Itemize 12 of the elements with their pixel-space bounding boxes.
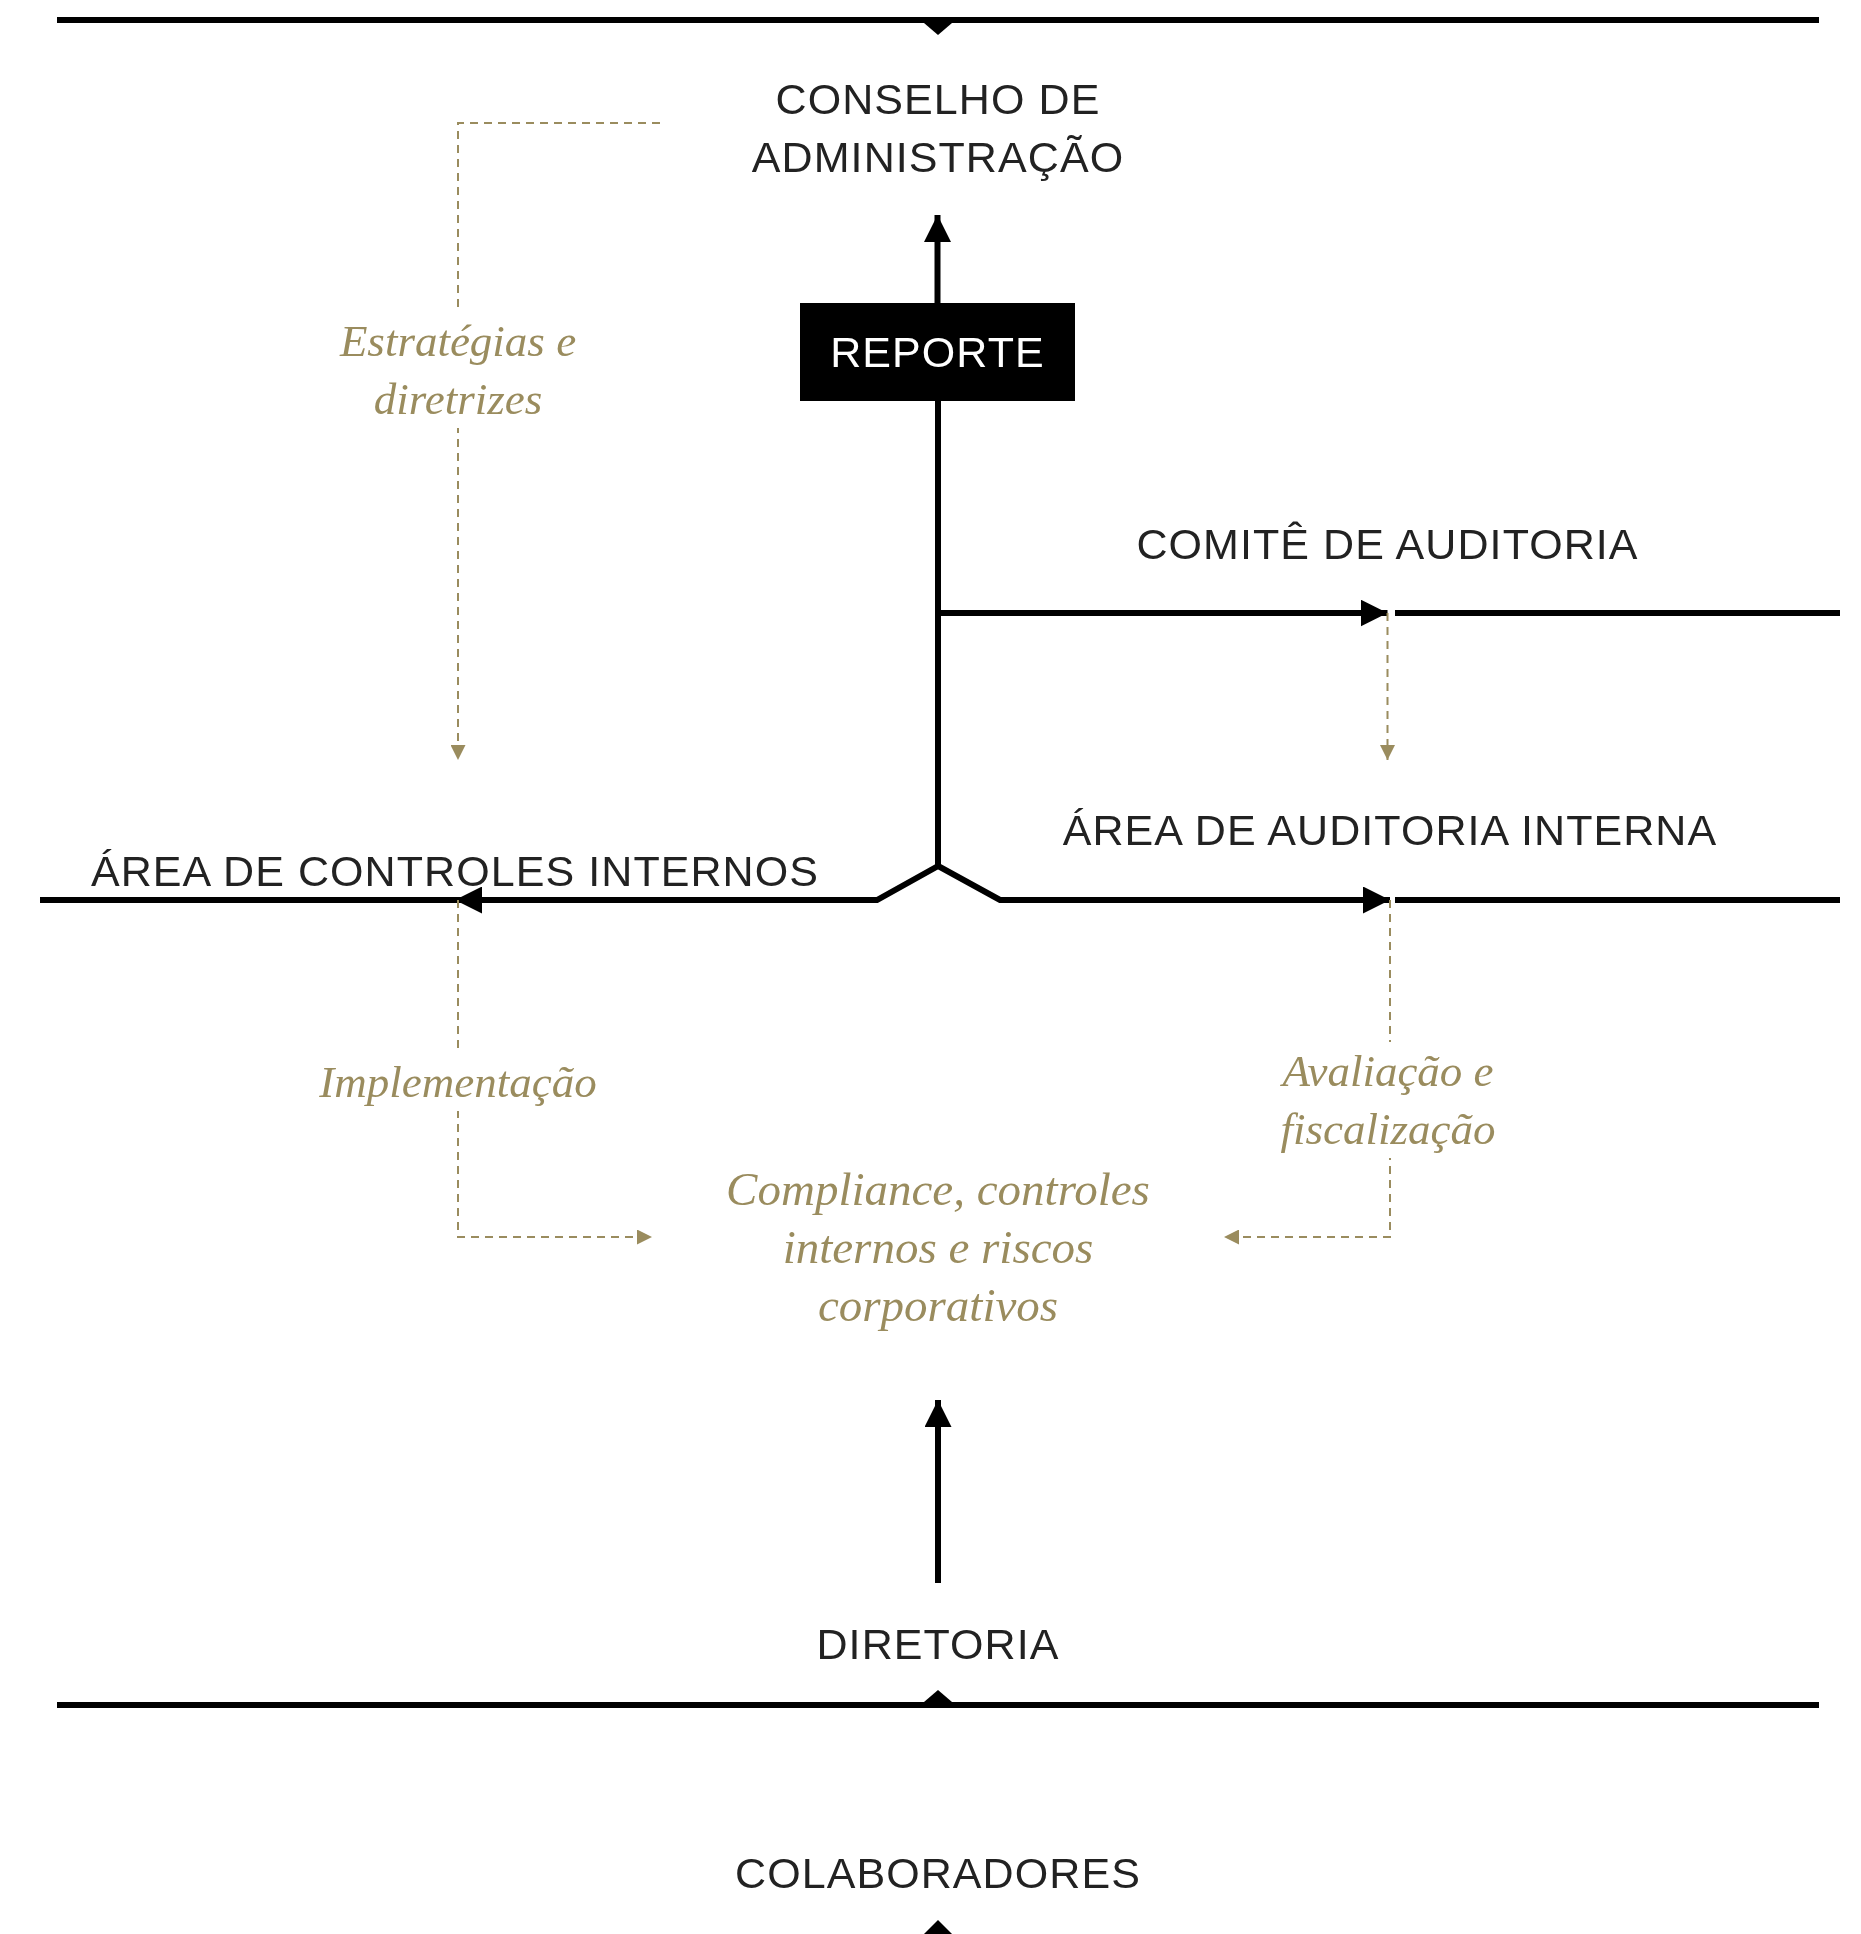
report-box: REPORTE — [800, 303, 1075, 401]
arrow — [924, 1400, 952, 1583]
arrow — [924, 215, 951, 303]
org-level-label: COMITÊ DE AUDITORIA — [1100, 515, 1675, 613]
org-level-label: COLABORADORES — [660, 1835, 1216, 1910]
org-level-label: DIRETORIA — [760, 1583, 1116, 1673]
dashed-arrow — [1380, 612, 1395, 761]
org-level-label: CONSELHO DE ADMINISTRAÇÃO — [660, 70, 1216, 215]
org-level-label: ÁREA DE CONTROLES INTERNOS — [50, 760, 860, 900]
dashed-arrow — [457, 899, 653, 1245]
process-label: Compliance, controles internos e riscos corporativos — [652, 1160, 1224, 1400]
org-level-label: ÁREA DE AUDITORIA INTERNA — [1020, 760, 1760, 900]
